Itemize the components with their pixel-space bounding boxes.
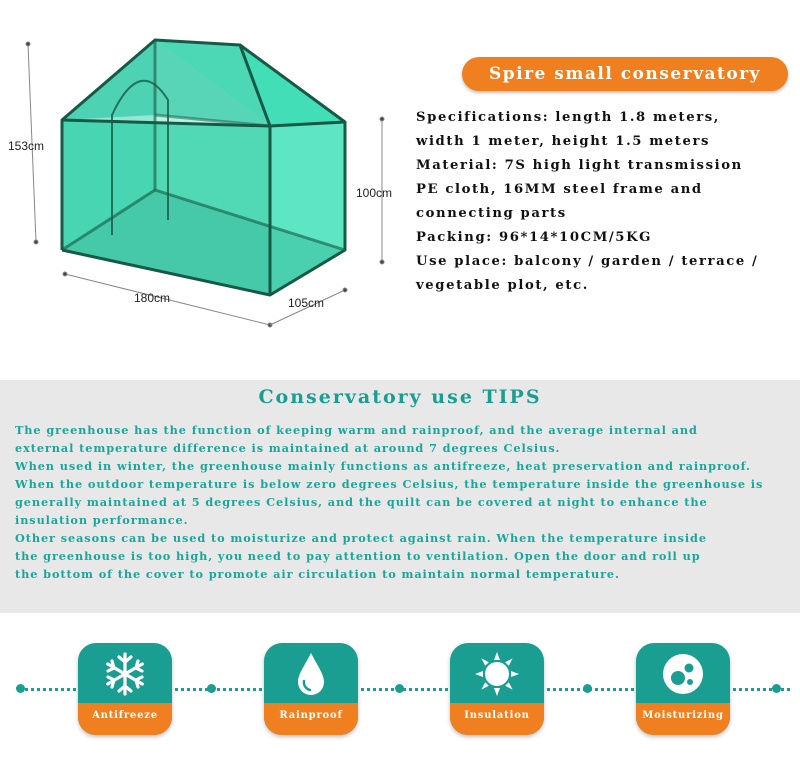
tip-line: the greenhouse is too high, you need to … [15, 549, 701, 563]
tip-line: external temperature difference is maint… [15, 441, 561, 455]
tip-line: insulation performance. [15, 513, 189, 527]
connector-dot [583, 684, 592, 693]
spec-line: vegetable plot, etc. [416, 278, 589, 293]
connector-dot [207, 684, 216, 693]
tip-line: When the outdoor temperature is below ze… [15, 477, 764, 491]
feature-moisturizing: Moisturizing [636, 643, 730, 735]
spec-line: Material: 7S high light transmission [416, 158, 743, 173]
length-label: 180cm [134, 291, 171, 305]
wall-height-label: 100cm [356, 186, 393, 200]
height-total-label: 153cm [8, 139, 45, 153]
feature-rainproof: Rainproof [264, 643, 358, 735]
connector-dot [772, 684, 781, 693]
feature-label: Insulation [464, 710, 530, 721]
spec-line: width 1 meter, height 1.5 meters [416, 134, 711, 149]
feature-band [264, 703, 358, 735]
tips-title: Conservatory use TIPS [258, 386, 542, 408]
greenhouse-illustration [25, 38, 385, 328]
spec-line: Use place: balcony / garden / terrace / [416, 254, 759, 269]
tips-section: Conservatory use TIPS The greenhouse has… [0, 380, 800, 613]
tip-line: Other seasons can be used to moisturize … [15, 531, 707, 545]
feature-band [450, 703, 544, 735]
tip-line: When used in winter, the greenhouse main… [15, 459, 751, 473]
feature-label: Antifreeze [92, 710, 158, 721]
width-label: 105cm [288, 296, 325, 310]
tip-line: the bottom of the cover to promote air c… [15, 567, 620, 581]
specifications-block: Specifications: length 1.8 meters, width… [416, 106, 800, 298]
sun-icon [475, 652, 519, 696]
spec-line: connecting parts [416, 206, 567, 221]
product-section: 153cm 100cm 180cm 105cm Spire small cons… [0, 0, 800, 380]
tip-line: generally maintained at 5 degrees Celsiu… [15, 495, 708, 509]
water-drop-icon [298, 653, 324, 695]
feature-card [78, 643, 172, 735]
feature-antifreeze: Antifreeze [78, 643, 172, 735]
feature-insulation: Insulation [450, 643, 544, 735]
connector-dot [16, 684, 25, 693]
tip-line: The greenhouse has the function of keepi… [15, 423, 698, 437]
bubbles-icon [663, 654, 703, 694]
spec-line: Specifications: length 1.8 meters, [416, 110, 721, 125]
product-title-badge: Spire small conservatory [462, 57, 788, 91]
feature-label: Moisturizing [642, 710, 724, 721]
feature-band [636, 703, 730, 735]
connector-dot [395, 684, 404, 693]
feature-band [78, 703, 172, 735]
feature-label: Rainproof [279, 710, 343, 721]
snowflake-icon [106, 652, 144, 696]
spec-line: Packing: 96*14*10CM/5KG [416, 230, 653, 245]
features-row: Antifreeze Rainproof [0, 613, 800, 776]
connector-line [20, 688, 790, 691]
tips-body: The greenhouse has the function of keepi… [15, 421, 795, 583]
spec-line: PE cloth, 16MM steel frame and [416, 182, 703, 197]
